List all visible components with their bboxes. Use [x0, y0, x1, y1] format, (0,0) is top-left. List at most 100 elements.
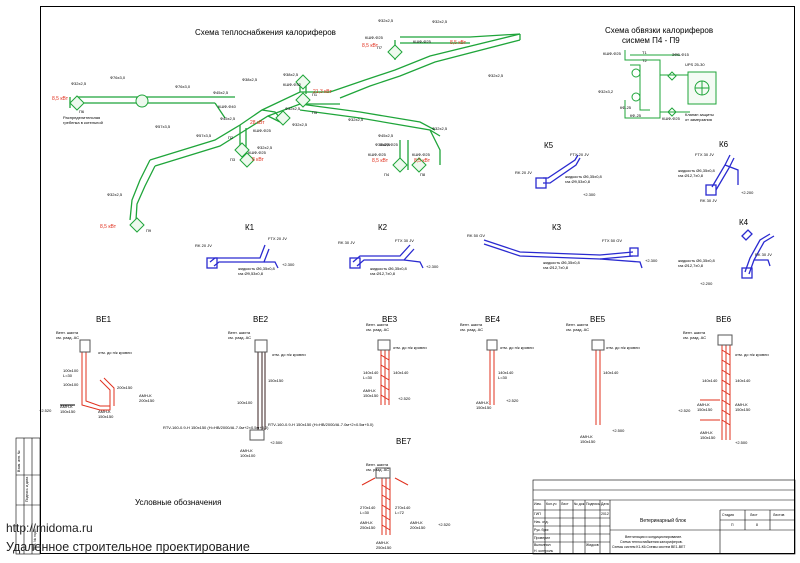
be6-vent2: см. разд. АС: [683, 335, 707, 340]
be7-dim1: 270х140: [360, 505, 376, 510]
be7-amn-dim: 250х150: [360, 525, 376, 530]
valve-label-3: КШФ-Ф40: [218, 104, 236, 109]
k1-title: К1: [245, 223, 255, 232]
be7-l30: L=30: [360, 510, 370, 515]
be7-amn3: АМН-К: [376, 540, 389, 545]
valve-label-5: КШФ-Ф25: [253, 128, 271, 133]
tb-row-prov: Проверил: [534, 536, 551, 540]
be2-roof: отм. до н/к кровли: [272, 352, 306, 357]
binding-label-10: Клапан защиты: [685, 112, 714, 117]
valve-label-1: КШФ-Ф25: [365, 35, 383, 40]
be6-amn-dim: 150х150: [697, 407, 713, 412]
be3-vent: Вент. шахта: [366, 322, 389, 327]
be3-amn: АМН-К: [363, 388, 376, 393]
tb-col-date: Дата: [601, 502, 609, 506]
tb-sheets-h: Листов: [773, 513, 785, 517]
main-title: Схема теплоснабжения калориферов: [195, 28, 336, 37]
k5-title: К5: [544, 141, 554, 150]
pipe-label-j: Ф32х2,5: [378, 18, 394, 23]
be7-vent2: см. разд. АС: [366, 467, 390, 472]
be5-amn-dim: 150х150: [580, 439, 596, 444]
tb-row-gip: ГИП: [534, 512, 541, 516]
tb-col-list: Лист: [561, 502, 569, 506]
side-stamp-1: Взам. инв. №: [17, 450, 21, 472]
k2-title: К2: [378, 223, 388, 232]
k6-title: К6: [719, 140, 729, 149]
k5-ftx-label: FTX 20 JV: [570, 152, 589, 157]
be6-title: ВЕ6: [716, 315, 732, 324]
be1-roof: отм. до н/к кровли: [98, 350, 132, 355]
heater-p6-label: П6: [79, 109, 85, 114]
pipe-label-a: Ф32х2,5: [71, 81, 87, 86]
binding-title-line1: Схема обвязки калориферов: [605, 26, 714, 35]
binding-label-9: Т2: [642, 58, 647, 63]
valve-label-9: КШФ-Ф25: [380, 142, 398, 147]
k6-elev: +2.200: [741, 190, 754, 195]
heater-p9-label: П9: [146, 228, 152, 233]
heater-p7-label: П7: [377, 45, 383, 50]
be7-amn: АМН-К: [360, 520, 373, 525]
k-systems: [206, 154, 775, 279]
pipe-label-s: Ф32х2,5: [292, 122, 308, 127]
p6-power: 8,5 кВт: [52, 96, 68, 102]
binding-label-7: КШФ-Ф25: [662, 116, 680, 121]
valve-label-6: КШФ-Ф25: [368, 152, 386, 157]
be6-dim2: 140х140: [735, 378, 751, 383]
binding-label-4: Ф32х3,2: [598, 89, 614, 94]
binding-label-1: КШФ-Ф25: [603, 51, 621, 56]
k1-gas-label: газ Ø9,53х0,8: [238, 271, 263, 276]
k2-elev: +2.300: [426, 264, 439, 269]
pipe-label-o: Ф45х2,5: [378, 133, 394, 138]
be5-vent: Вент. шахта: [566, 322, 589, 327]
k3-liquid-label: жидкость Ø6,35х0,8: [543, 260, 580, 265]
binding-scheme: [624, 50, 717, 119]
be3-title: ВЕ3: [382, 315, 398, 324]
pipe-label-b: Ф76х3,0: [110, 75, 126, 80]
be1-amn-dim: 200х150: [139, 398, 155, 403]
be3-l30: L=30: [363, 375, 373, 380]
be1-dim1: 100х100: [63, 368, 79, 373]
pipe-label-f: Ф45х2,5: [213, 90, 229, 95]
be2-vent: Вент. шахта: [228, 330, 251, 335]
be6-roof: отм. до н/к кровли: [735, 352, 769, 357]
k4-title: К4: [739, 218, 749, 227]
be2-note1: RTV-160-0.9-H 150х150 (H=HB/2000/AI-7.0м…: [163, 425, 269, 430]
tb-desc1: Вентиляция и кондиционирование.: [625, 535, 683, 539]
be3-elev: +2.520: [398, 396, 411, 401]
tb-row-nk: Н. контроль: [534, 549, 554, 553]
binding-label-5: КФ-25: [620, 105, 632, 110]
be4-vent: Вент. шахта: [460, 322, 483, 327]
pipe-label-i: Ф32х2,5: [257, 145, 273, 150]
drawing-frame: [40, 6, 795, 554]
watermark-text: Удаленное строительное проектирование: [6, 540, 250, 554]
be5-dim1: 140х140: [603, 370, 619, 375]
pipe-label-m: Ф32х2,5: [488, 73, 504, 78]
distributor-label-1: Распределительная: [63, 115, 101, 120]
pipe-label-n: Ф32х2,5: [432, 126, 448, 131]
valve-label-7: КШФ-Ф25: [412, 152, 430, 157]
valve-label-8: КШФ-Ф25: [248, 150, 266, 155]
k2-gas-label: газ Ø12,7х0,8: [370, 271, 395, 276]
pipe-label-t: Ф32х2,5: [285, 106, 301, 111]
pipe-label-r: Ф32х2,5: [375, 142, 391, 147]
k2-rk-label: RK 30 JV: [338, 240, 355, 245]
be2-elev: +2.500: [270, 440, 283, 445]
tb-col-kol: Кол.уч: [546, 502, 557, 506]
tb-author: Жидков: [586, 543, 599, 547]
k6-ftx-label: FTX 30 JV: [695, 152, 714, 157]
watermark-url[interactable]: http://midoma.ru: [6, 521, 93, 535]
title-block-lines: [15, 437, 796, 555]
pipe-label-h: Ф45х2,5: [220, 116, 236, 121]
k1-elev: +2.300: [282, 262, 295, 267]
be7-amn2: АМН-К: [410, 520, 423, 525]
tb-sheet: 8: [756, 523, 758, 527]
heater-p3-label: П3: [230, 157, 236, 162]
be7-vent: Вент. шахта: [366, 462, 389, 467]
be3-dim2: 140х140: [393, 370, 409, 375]
heater-symbols: [69, 44, 427, 233]
k3-title: К3: [552, 223, 562, 232]
be6-amn3-dim: 150х150: [700, 435, 716, 440]
be6-amn3: АМН-К: [700, 430, 713, 435]
be1-amn: АМН-К: [139, 393, 152, 398]
